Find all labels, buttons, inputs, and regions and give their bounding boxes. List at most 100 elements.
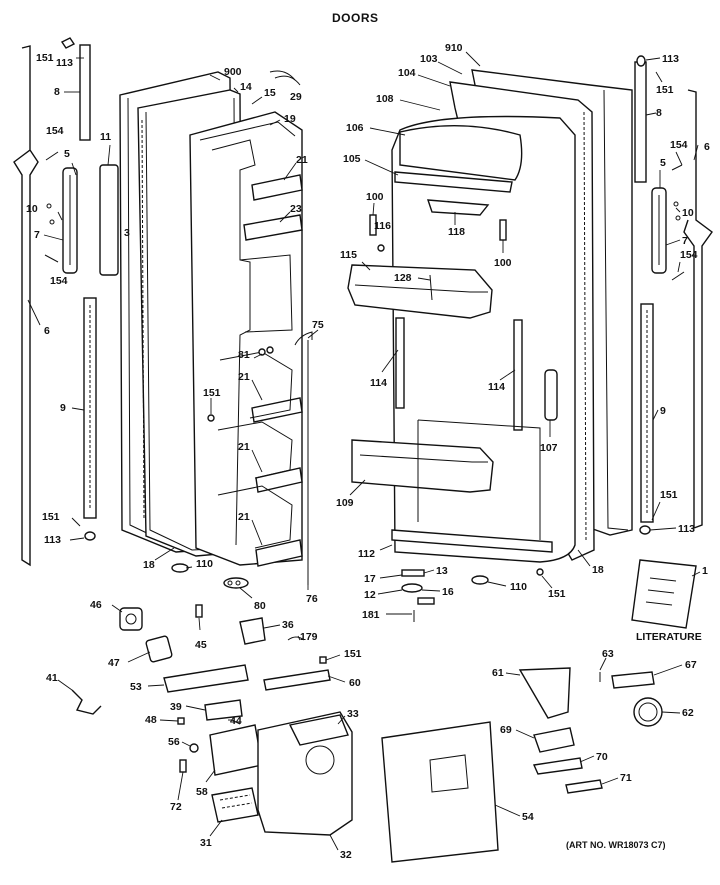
part-116 (377, 244, 385, 252)
callout-54: 54 (522, 811, 534, 823)
callout-113-b: 113 (44, 534, 61, 546)
freezer-trim-parts (13, 37, 119, 567)
callout-9-a: 9 (60, 402, 66, 414)
callout-154-b: 154 (50, 275, 68, 287)
callout-41: 41 (46, 672, 58, 684)
part-179 (287, 636, 305, 641)
callout-179: 179 (300, 631, 318, 643)
part-44 (231, 719, 241, 725)
callout-39: 39 (170, 701, 182, 713)
callout-104: 104 (398, 67, 416, 79)
callout-67: 67 (685, 659, 697, 671)
part-47 (145, 635, 173, 663)
panel-54 (381, 721, 499, 863)
grille-31 (211, 787, 259, 823)
fresh-food-trim-parts (631, 55, 713, 629)
callout-1: 1 (702, 565, 708, 577)
callout-13: 13 (436, 565, 448, 577)
art-number: (ART NO. WR18073 C7) (566, 840, 666, 850)
callout-33: 33 (347, 708, 359, 720)
freezer-shelf-21-bottom (255, 539, 303, 567)
freezer-door-assembly (119, 70, 313, 589)
rail-105 (394, 171, 513, 193)
callout-53: 53 (130, 681, 142, 693)
callout-71: 71 (620, 772, 632, 784)
callout-44: 44 (230, 715, 242, 727)
callout-48: 48 (145, 714, 157, 726)
callout-108: 108 (376, 93, 394, 105)
part-13 (401, 569, 425, 577)
callout-21-top: 21 (296, 154, 308, 166)
callout-72: 72 (170, 801, 182, 813)
callout-6-a: 6 (44, 325, 50, 337)
callout-115: 115 (340, 249, 357, 261)
callout-154-c: 154 (670, 139, 688, 151)
callout-18-b: 18 (592, 564, 604, 576)
cover-33 (288, 714, 349, 746)
callout-75: 75 (312, 319, 324, 331)
callout-80: 80 (254, 600, 266, 612)
callout-15: 15 (264, 87, 276, 99)
callout-21-c: 21 (238, 441, 250, 453)
part-100-b (499, 219, 507, 241)
callout-70: 70 (596, 751, 608, 763)
callout-105: 105 (343, 153, 361, 165)
screw-154-b (44, 254, 59, 263)
callout-7-b: 7 (682, 235, 688, 247)
callout-109: 109 (336, 497, 354, 509)
callout-47: 47 (108, 657, 120, 669)
part-12 (417, 597, 435, 605)
callout-21-d: 21 (238, 511, 250, 523)
callout-14: 14 (240, 81, 252, 93)
callout-151-b: 151 (42, 511, 60, 523)
freezer-shelf-21-top (251, 174, 303, 201)
callout-154-a: 154 (46, 125, 64, 137)
wire-75 (294, 331, 313, 346)
cap-110-right (471, 575, 489, 585)
part-16 (401, 583, 423, 593)
callout-100-a: 100 (366, 191, 384, 203)
callout-61: 61 (492, 667, 504, 679)
part-36 (239, 617, 266, 645)
callout-62: 62 (682, 707, 694, 719)
callout-17: 17 (364, 573, 376, 585)
callout-5-b: 5 (660, 157, 666, 169)
leader-lines (27, 51, 701, 851)
callout-45: 45 (195, 639, 207, 651)
callout-56: 56 (168, 736, 180, 748)
cap-110 (171, 563, 189, 573)
trim-6-right (683, 89, 713, 530)
part-70 (532, 757, 583, 775)
callout-100-b: 100 (494, 257, 512, 269)
dispenser-parts (71, 604, 663, 863)
callout-69: 69 (500, 724, 512, 736)
part-107 (544, 369, 558, 421)
callout-63: 63 (602, 648, 614, 660)
part-39 (204, 699, 243, 721)
fresh-food-door-assembly (347, 69, 633, 622)
callout-151-c: 151 (203, 387, 221, 399)
part-72 (179, 759, 187, 773)
callout-8-a: 8 (54, 86, 60, 98)
callout-21-b: 21 (238, 371, 250, 383)
part-69 (533, 727, 575, 753)
part-71 (565, 779, 603, 794)
literature-label: LITERATURE (636, 631, 702, 643)
bracket-41 (71, 689, 102, 715)
callout-154-d: 154 (680, 249, 698, 261)
callout-32: 32 (340, 849, 352, 861)
callout-151-a: 151 (36, 52, 54, 64)
callout-9-b: 9 (660, 405, 666, 417)
bracket-67 (611, 671, 655, 689)
callout-81: 81 (238, 349, 250, 361)
ring-62 (633, 697, 663, 727)
callout-107: 107 (540, 442, 558, 454)
callout-110-a: 110 (196, 558, 213, 570)
callout-10-b: 10 (682, 207, 694, 219)
callout-113-c: 113 (662, 53, 679, 65)
callout-36: 36 (282, 619, 294, 631)
handle-11 (99, 164, 119, 276)
screw-81 (258, 348, 266, 356)
